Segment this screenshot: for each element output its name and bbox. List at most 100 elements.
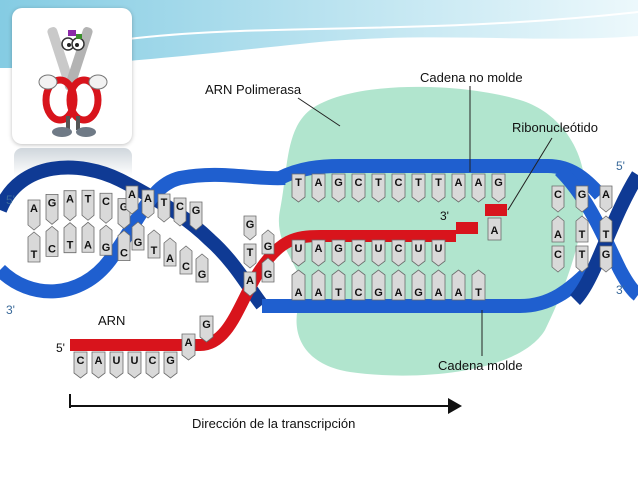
exiting-rna-base: U (109, 351, 124, 379)
base-letter: A (166, 253, 174, 265)
non-template-base: G (491, 173, 506, 203)
base-letter: T (247, 247, 254, 259)
base-letter: G (334, 177, 343, 189)
base-letter: G (602, 249, 611, 261)
rna-bubble-base: A (311, 239, 326, 267)
rna-bubble-base: C (391, 239, 406, 267)
transition-base: G (243, 215, 257, 241)
base-letter: G (374, 287, 383, 299)
base-letter: U (131, 355, 139, 367)
base-letter: A (95, 355, 103, 367)
base-letter: G (134, 237, 143, 249)
exiting-rna-base: A (181, 333, 196, 361)
base-letter: C (355, 243, 363, 255)
helix-bottom-base: G (131, 221, 145, 251)
base-letter: C (182, 261, 190, 273)
template-base: A (451, 269, 466, 301)
helix-bottom-base: A (163, 237, 177, 267)
base-letter: T (335, 287, 342, 299)
non-template-base: T (291, 173, 306, 203)
base-letter: T (415, 177, 422, 189)
left-base-bottom: A (81, 221, 95, 253)
base-letter: T (375, 177, 382, 189)
scissors-mascot-icon (38, 27, 108, 137)
base-letter: A (128, 189, 136, 201)
left-base-bottom: G (99, 224, 113, 256)
helix-bottom-base: T (147, 229, 161, 259)
template-base: T (331, 269, 346, 301)
base-letter: A (84, 239, 92, 251)
helix-top-base: A (125, 185, 139, 215)
base-letter: A (144, 193, 152, 205)
left-base-bottom: T (27, 231, 41, 263)
template-base: A (291, 269, 306, 301)
rna-three-prime: 3' (440, 209, 449, 223)
base-letter: A (315, 177, 323, 189)
base-letter: A (395, 287, 403, 299)
rna-bubble-base: U (411, 239, 426, 267)
base-letter: C (77, 355, 85, 367)
base-letter: C (102, 196, 110, 208)
direction-label: Dirección de la transcripción (192, 416, 355, 431)
base-letter: U (415, 243, 423, 255)
non-template-base: C (351, 173, 366, 203)
right-helix-base: T (575, 215, 589, 243)
non-template-base: G (331, 173, 346, 203)
base-letter: A (30, 203, 38, 215)
base-letter: A (455, 177, 463, 189)
base-letter: A (315, 287, 323, 299)
base-letter: A (295, 287, 303, 299)
base-letter: G (192, 205, 201, 217)
header-swoosh (0, 0, 638, 70)
template-base: G (411, 269, 426, 301)
three-prime-right: 3' (616, 283, 625, 297)
helix-bottom-base: G (195, 253, 209, 283)
non-template-base: A (471, 173, 486, 203)
base-letter: C (554, 189, 562, 201)
base-letter: T (161, 197, 168, 209)
helix-bottom-base: C (179, 245, 193, 275)
base-letter: G (120, 202, 129, 214)
non-template-label: Cadena no molde (420, 70, 523, 85)
base-letter: G (494, 177, 503, 189)
template-base: A (391, 269, 406, 301)
right-helix-base: A (551, 215, 565, 243)
base-letter: A (185, 337, 193, 349)
mascot-card (12, 8, 132, 144)
svg-text:A: A (491, 225, 499, 237)
exiting-rna-base: A (91, 351, 106, 379)
right-helix-base: T (575, 245, 589, 273)
non-template-base: A (451, 173, 466, 203)
direction-arrow-head (448, 398, 462, 414)
rna-strand (70, 230, 456, 351)
helix-top-base: G (189, 201, 203, 231)
left-base-top: C (99, 192, 113, 224)
non-template-base: A (311, 173, 326, 203)
helix-top-base: C (173, 197, 187, 227)
base-letter: T (31, 249, 38, 261)
right-helix-base: G (575, 185, 589, 213)
ribonucleotide-label: Ribonucleótido (512, 120, 598, 135)
template-label: Cadena molde (438, 358, 523, 373)
polymerase-pointer (297, 97, 341, 127)
polymerase-label: ARN Polimerasa (205, 82, 302, 97)
rna-bubble-base: U (431, 239, 446, 267)
base-letter: A (602, 189, 610, 201)
base-letter: C (355, 177, 363, 189)
base-letter: C (554, 249, 562, 261)
base-letter: G (414, 287, 423, 299)
base-letter: T (295, 177, 302, 189)
right-helix-base: T (599, 215, 613, 243)
base-letter: U (375, 243, 383, 255)
ribonucleotide-pointer (507, 137, 553, 211)
left-base-top: G (45, 193, 59, 225)
base-letter: A (315, 243, 323, 255)
exiting-rna-base: C (145, 351, 160, 379)
header-swoosh-line (119, 11, 638, 41)
five-prime-right: 5' (616, 159, 625, 173)
rna-bubble-base: G (331, 239, 346, 267)
base-letter: G (246, 219, 255, 231)
base-letter: G (166, 355, 175, 367)
